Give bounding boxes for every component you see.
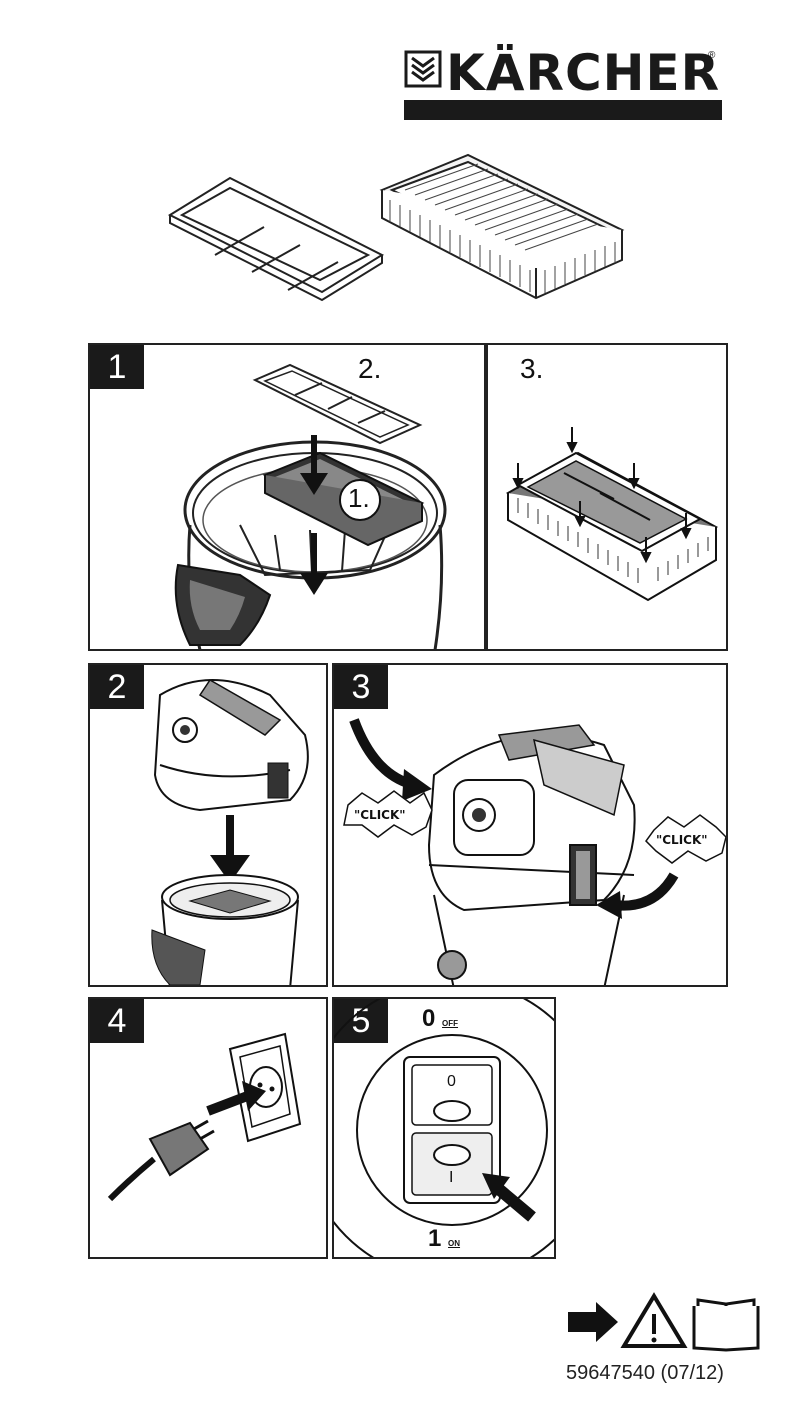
flat-pleated-filter-icon xyxy=(379,153,625,300)
brand-logo: KÄRCHER ® xyxy=(404,44,722,122)
step-1-label-1: 1. xyxy=(348,483,370,513)
switch-off-symbol: 0 xyxy=(447,1073,456,1090)
off-number: 0 xyxy=(422,1005,436,1032)
step-4-panel: 4 xyxy=(88,997,328,1259)
click-right-label: "CLICK" xyxy=(656,833,708,847)
manual-book-icon xyxy=(692,1298,760,1352)
brand-emblem-icon xyxy=(404,50,722,120)
container-insert-filter-illustration xyxy=(174,363,447,649)
on-position-label: 1 ON xyxy=(428,1225,460,1253)
step-1-label-2: 2. xyxy=(358,353,382,384)
off-position-label: 0 OFF xyxy=(422,1005,458,1033)
step-2-badge: 2 xyxy=(90,665,144,709)
filter-assembled-illustration xyxy=(505,427,719,602)
switch-on-symbol: I xyxy=(449,1169,454,1186)
filter-frame-icon xyxy=(167,176,385,302)
on-text: ON xyxy=(448,1239,461,1248)
step-3-panel: 3 "CLICK" "CLICK" xyxy=(332,663,728,987)
click-left-label: "CLICK" xyxy=(354,808,406,822)
brand-name: KÄRCHER xyxy=(446,44,721,102)
filter-parts-illustration xyxy=(160,150,630,330)
step-1-label-3: 3. xyxy=(520,353,544,384)
step-5-badge: 5 xyxy=(334,999,388,1043)
step-1-panel: 1 2. 1. xyxy=(88,343,486,651)
power-switch-illustration xyxy=(334,999,554,1257)
head-onto-container-illustration xyxy=(151,679,309,985)
on-number: 1 xyxy=(428,1225,442,1252)
head-locking-illustration xyxy=(343,718,726,985)
warning-triangle-icon xyxy=(620,1292,688,1348)
plug-in-illustration xyxy=(107,1032,302,1202)
step-4-badge: 4 xyxy=(90,999,144,1043)
document-number: 59647540 (07/12) xyxy=(566,1362,724,1384)
step-5-panel: 5 0 OFF 0 I 1 ON xyxy=(332,997,556,1259)
step-2-panel: 2 xyxy=(88,663,328,987)
step-3-badge: 3 xyxy=(334,665,388,709)
arrow-right-icon xyxy=(568,1302,618,1342)
step-1-detail-panel: 3. xyxy=(486,343,728,651)
registered-mark: ® xyxy=(708,50,716,61)
step-1-badge: 1 xyxy=(90,345,144,389)
footer-icons xyxy=(566,1290,776,1354)
off-text: OFF xyxy=(442,1019,459,1028)
